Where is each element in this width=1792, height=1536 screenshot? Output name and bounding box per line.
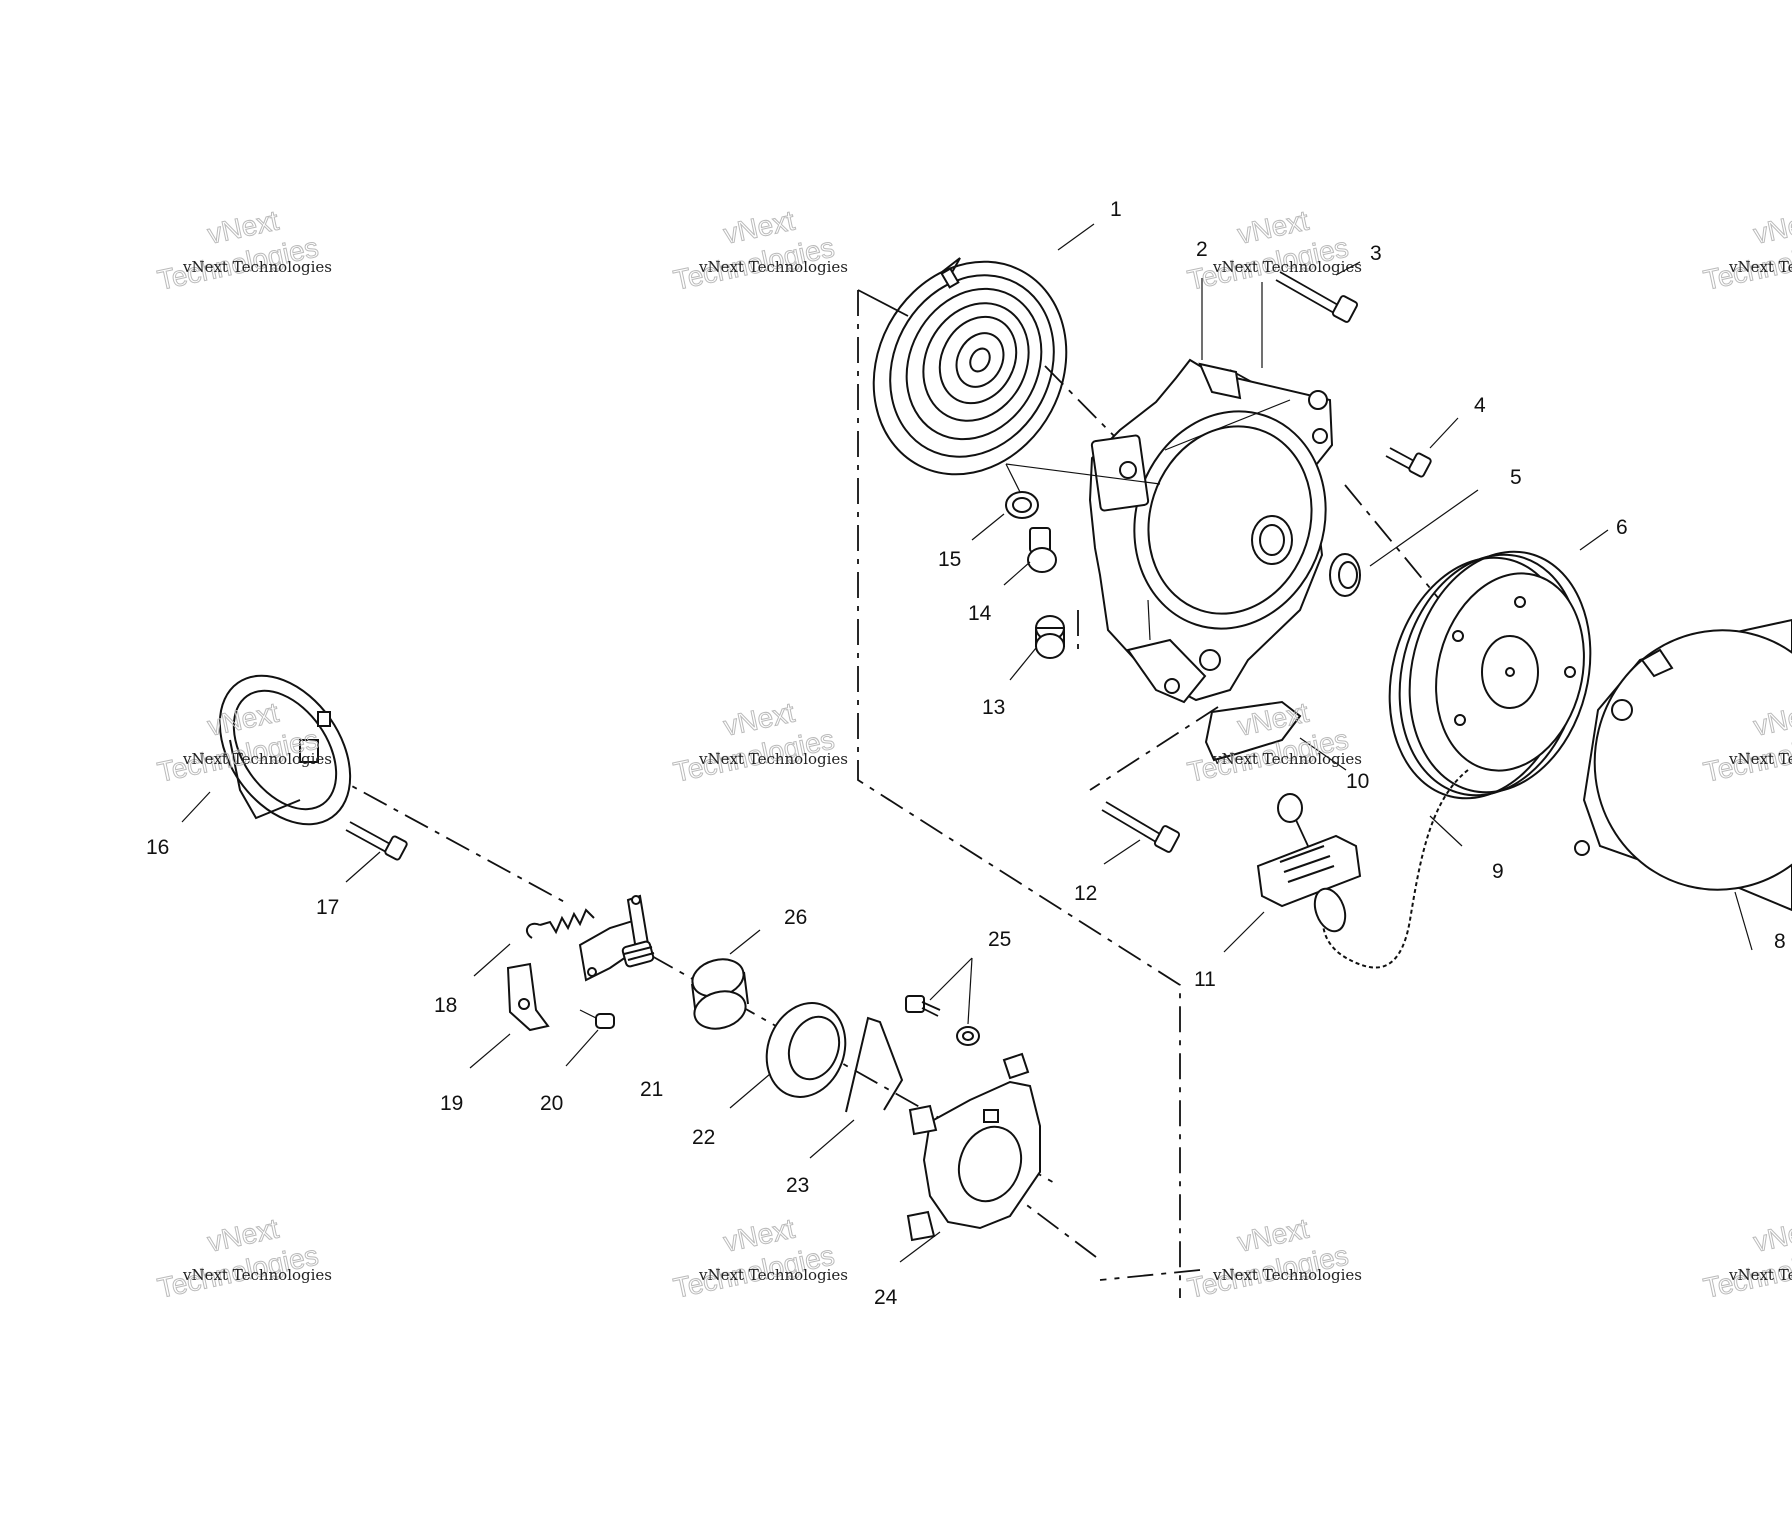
svg-text:vNext Technologies: vNext Technologies	[1212, 258, 1362, 276]
watermark: vNext Technologies vNext Technologies	[670, 204, 848, 296]
callout-1: 1	[1110, 198, 1122, 221]
svg-text:vNext Technologies: vNext Technologies	[1212, 750, 1362, 768]
svg-text:vNext Technologies: vNext Technologies	[182, 750, 332, 768]
callout-14: 14	[968, 602, 992, 625]
spacer	[1035, 615, 1065, 659]
pin	[595, 1013, 615, 1029]
friction-washer	[765, 1002, 847, 1098]
callout-25: 25	[988, 928, 1011, 951]
svg-text:vNext Technologies: vNext Technologies	[698, 750, 848, 768]
svg-text:vNext: vNext	[1751, 1213, 1792, 1258]
rope-pulley	[1388, 550, 1592, 800]
sleeve	[691, 958, 749, 1030]
callout-3: 3	[1370, 242, 1382, 265]
svg-text:vNext Technologies: vNext Technologies	[698, 258, 848, 276]
callout-10: 10	[1346, 770, 1369, 793]
callout-22: 22	[692, 1126, 715, 1149]
callout-19: 19	[440, 1092, 463, 1115]
callout-9: 9	[1492, 860, 1504, 883]
callout-12: 12	[1074, 882, 1097, 905]
callout-23: 23	[786, 1174, 809, 1197]
watermark: vNext Technologies vNext Technologies	[154, 204, 332, 296]
washer	[1005, 491, 1039, 519]
svg-text:vNext Technologies: vNext Technologies	[1728, 258, 1792, 276]
fitting	[1027, 527, 1057, 573]
svg-text:vNext Technologies: vNext Technologies	[182, 258, 332, 276]
callout-20: 20	[540, 1092, 563, 1115]
callout-21: 21	[640, 1078, 663, 1101]
watermark: vNext Technologies vNext Technologies	[154, 1212, 332, 1304]
callout-6: 6	[1616, 516, 1628, 539]
starter-housing	[1088, 358, 1334, 704]
callout-labels: 1 2 3 4 5 6 8 9 10 11 12 13 14 15 16 17 …	[146, 198, 1786, 1309]
watermark: vNext Technologies vNext Technologies	[1184, 204, 1362, 296]
callout-8: 8	[1774, 930, 1786, 953]
callout-2: 2	[1196, 238, 1208, 261]
bushing	[1329, 553, 1361, 597]
wire-spring	[845, 1016, 904, 1113]
callout-18: 18	[434, 994, 457, 1017]
outer-cover	[1574, 618, 1792, 912]
callout-15: 15	[938, 548, 961, 571]
callout-5: 5	[1510, 466, 1522, 489]
rope-guide	[1204, 700, 1302, 762]
mounting-bolt	[1101, 801, 1181, 853]
watermark: vNext Technologies vNext Technologies	[1700, 204, 1792, 296]
ratchet-bracket	[578, 894, 655, 982]
starter-handle	[1256, 793, 1362, 933]
svg-text:vNext: vNext	[1751, 205, 1792, 250]
callout-4: 4	[1474, 394, 1486, 417]
recoil-spring	[872, 257, 1068, 476]
callout-24: 24	[874, 1286, 898, 1309]
callout-13: 13	[982, 696, 1005, 719]
svg-text:vNext Technologies: vNext Technologies	[182, 1266, 332, 1284]
watermark: vNext Technologies vNext Technologies	[670, 1212, 848, 1304]
leader-lines	[181, 223, 1753, 1263]
pawl	[506, 962, 550, 1032]
callout-11: 11	[1194, 968, 1216, 991]
watermark: vNext Technologies vNext Technologies	[1700, 1212, 1792, 1304]
callout-26: 26	[784, 906, 807, 929]
svg-text:vNext Technologies: vNext Technologies	[1728, 1266, 1792, 1284]
friction-plate	[906, 1052, 1041, 1242]
callout-16: 16	[146, 836, 169, 859]
long-bolt	[1275, 271, 1359, 323]
retainer-bolt	[345, 821, 408, 861]
tension-spring	[525, 908, 595, 939]
screw-and-washer	[905, 995, 980, 1046]
svg-text:vNext Technologies: vNext Technologies	[698, 1266, 848, 1284]
short-bolt	[1385, 447, 1432, 478]
svg-text:vNext Technologies: vNext Technologies	[1212, 1266, 1362, 1284]
watermark: vNext Technologies vNext Technologies	[670, 696, 848, 788]
watermark: vNext Technologies vNext Technologies	[1184, 1212, 1362, 1304]
retainer-cup	[218, 674, 352, 826]
callout-17: 17	[316, 896, 339, 919]
svg-text:vNext Technologies: vNext Technologies	[1728, 750, 1792, 768]
